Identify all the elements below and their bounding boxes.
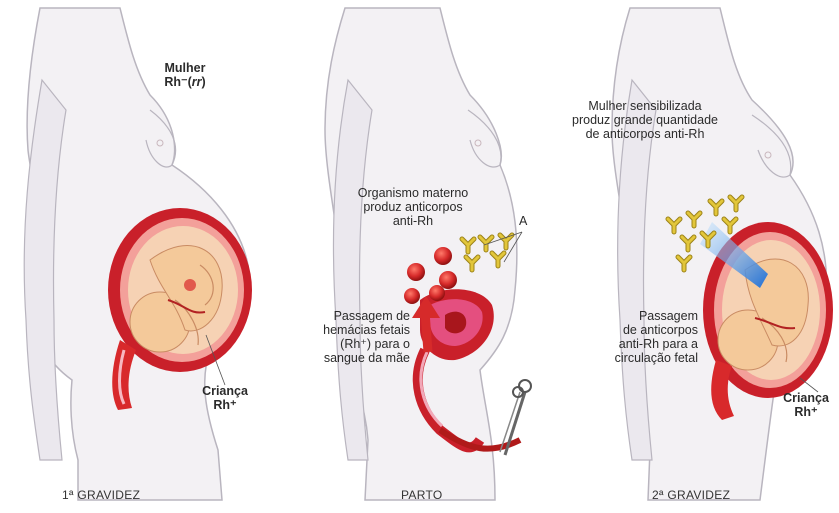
antibody-passage-label: Passagem de anticorpos anti-Rh para a ci…	[578, 309, 698, 365]
antibody-label-2: Organismo materno produz anticorpos anti…	[338, 186, 488, 228]
mother-label-1-line1: Mulher	[150, 61, 220, 75]
panel-birth	[325, 8, 531, 500]
red-blood-cell-icon	[407, 263, 425, 281]
rbc-passage-label: Passagem de hemácias fetais (Rh⁺) para o…	[294, 309, 410, 365]
fetus-label-1-line2: Rh⁺	[195, 398, 255, 412]
antibody-passage-label-line4: circulação fetal	[578, 351, 698, 365]
antibody-label-2-line1: Organismo materno	[338, 186, 488, 200]
rbc-passage-label-line2: hemácias fetais	[294, 323, 410, 337]
mother-label-1-line2: Rh⁻(rr)	[150, 75, 220, 89]
rbc-passage-label-line1: Passagem de	[294, 309, 410, 323]
fetus-label-3-line1: Criança	[776, 391, 836, 405]
antibody-passage-label-line2: de anticorpos	[578, 323, 698, 337]
caption-first-pregnancy: 1ª GRAVIDEZ	[62, 488, 140, 502]
label-letter-a: A	[519, 214, 527, 228]
red-blood-cell-icon	[404, 288, 420, 304]
red-blood-cell-icon	[434, 247, 452, 265]
rbc-passage-label-line3: (Rh⁺) para o	[294, 337, 410, 351]
panel-second-pregnancy	[612, 8, 833, 500]
antibody-label-2-line3: anti-Rh	[338, 214, 488, 228]
mother-label-3-line3: de anticorpos anti-Rh	[545, 127, 745, 141]
fetus-label-3: Criança Rh⁺	[776, 391, 836, 419]
fetus-label-3-line2: Rh⁺	[776, 405, 836, 419]
antibody-passage-label-line3: anti-Rh para a	[578, 337, 698, 351]
caption-birth: PARTO	[401, 488, 443, 502]
mother-label-1: Mulher Rh⁻(rr)	[150, 61, 220, 89]
mother-label-3-line2: produz grande quantidade	[545, 113, 745, 127]
mother-label-3-line1: Mulher sensibilizada	[545, 99, 745, 113]
antibody-label-2-line2: produz anticorpos	[338, 200, 488, 214]
rbc-passage-label-line4: sangue da mãe	[294, 351, 410, 365]
antibody-passage-label-line1: Passagem	[578, 309, 698, 323]
fetus-label-1: Criança Rh⁺	[195, 384, 255, 412]
red-blood-cell-icon	[429, 285, 445, 301]
caption-second-pregnancy: 2ª GRAVIDEZ	[652, 488, 730, 502]
mother-label-3: Mulher sensibilizada produz grande quant…	[545, 99, 745, 141]
red-blood-cell-icon	[439, 271, 457, 289]
fetus-label-1-line1: Criança	[195, 384, 255, 398]
